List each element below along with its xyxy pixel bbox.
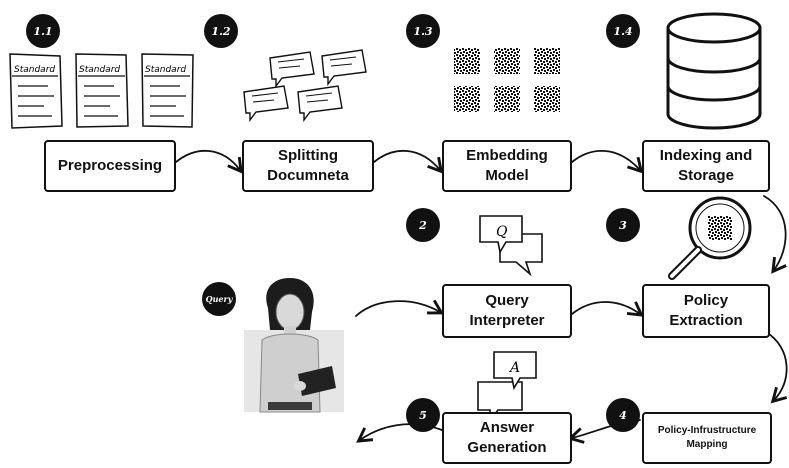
arrow-6 xyxy=(571,301,644,317)
arrow-2 xyxy=(373,150,444,174)
embedding-model-box: Embedding Model xyxy=(442,140,572,192)
policy-infrastructure-mapping-box: Policy-Infrustructure Mapping xyxy=(642,412,772,464)
preprocessing-label: Preprocessing xyxy=(57,157,163,174)
preprocessing-box: Preprocessing xyxy=(44,140,176,192)
step-badge-1-1: 1.1 xyxy=(26,14,60,48)
question-letter: Q xyxy=(496,224,508,240)
arrow-1 xyxy=(175,150,243,174)
query-badge: Query xyxy=(202,282,236,316)
arrow-3 xyxy=(571,150,644,174)
answer-letter: A xyxy=(508,360,520,376)
step-badge-4: 4 xyxy=(606,398,640,432)
policy-infrastructure-mapping-label: Policy-Infrustructure Mapping xyxy=(657,425,757,450)
indexing-storage-box: Indexing and Storage xyxy=(642,140,770,192)
answer-generation-label: Answer Generation xyxy=(467,419,547,456)
policy-extraction-box: Policy Extraction xyxy=(642,284,770,338)
policy-extraction-label: Policy Extraction xyxy=(669,292,743,329)
step-badge-3: 3 xyxy=(606,208,640,242)
embedding-model-label: Embedding Model xyxy=(466,147,548,184)
arrow-7 xyxy=(765,331,788,404)
splitting-documents-box: Splitting Documneta xyxy=(242,140,374,192)
document-label: Standard xyxy=(145,65,186,75)
document-label: Standard xyxy=(14,65,55,75)
step-badge-1-3: 1.3 xyxy=(406,14,440,48)
document-label: Standard xyxy=(79,65,120,75)
step-badge-1-2: 1.2 xyxy=(204,14,238,48)
step-badge-1-4: 1.4 xyxy=(606,14,640,48)
arrow-5 xyxy=(355,299,445,317)
answer-generation-box: Answer Generation xyxy=(442,412,572,464)
query-interpreter-box: Query Interpreter xyxy=(442,284,572,338)
indexing-storage-label: Indexing and Storage xyxy=(659,147,753,184)
arrow-4 xyxy=(763,195,787,274)
step-badge-2: 2 xyxy=(406,208,440,242)
step-badge-5: 5 xyxy=(406,398,440,432)
query-interpreter-label: Query Interpreter xyxy=(469,292,545,329)
splitting-documents-label: Splitting Documneta xyxy=(267,147,349,184)
